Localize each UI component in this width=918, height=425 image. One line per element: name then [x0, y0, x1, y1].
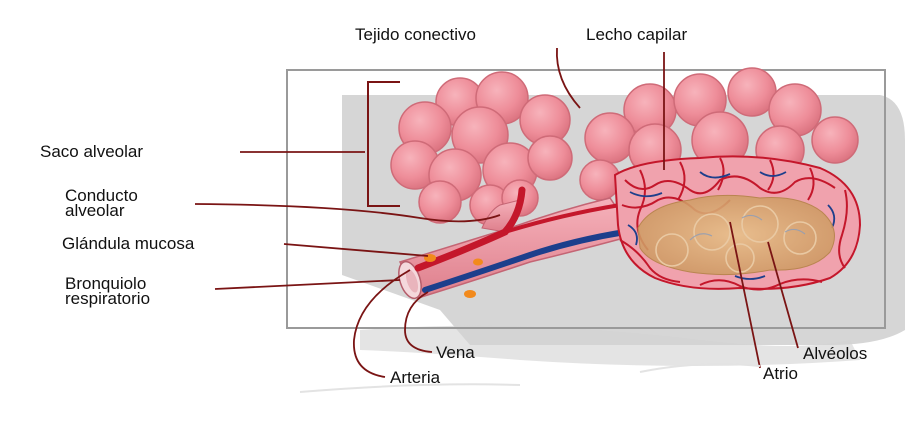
label-vena: Vena — [436, 345, 475, 361]
background-strokes — [300, 364, 760, 392]
label-glandula-mucosa: Glándula mucosa — [62, 236, 194, 252]
label-alveolos: Alvéolos — [803, 346, 867, 362]
label-atrio: Atrio — [763, 366, 798, 382]
label-conducto-alveolar: Conducto alveolar — [65, 188, 138, 218]
label-tejido-conectivo: Tejido conectivo — [355, 27, 476, 43]
label-bronquiolo-respiratorio: Bronquiolo respiratorio — [65, 276, 150, 306]
label-lecho-capilar: Lecho capilar — [586, 27, 687, 43]
capillary-bed-alveolus — [615, 156, 860, 289]
label-arteria: Arteria — [390, 370, 440, 386]
label-saco-alveolar: Saco alveolar — [40, 144, 143, 160]
